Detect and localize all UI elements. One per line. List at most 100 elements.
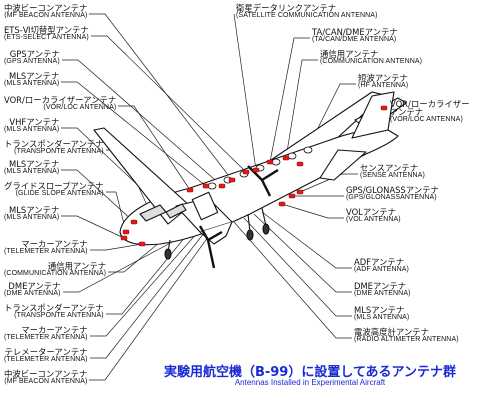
antenna-label-jp: GPSアンテナ	[9, 49, 60, 59]
vertical-tail	[351, 91, 395, 139]
left-wing	[93, 127, 191, 225]
leader-line	[89, 225, 217, 381]
antenna-label-jp: GPS/GLONASSアンテナ	[346, 185, 439, 195]
antenna-marker	[228, 177, 236, 183]
leader-line	[253, 213, 352, 293]
antenna-marker	[296, 161, 304, 167]
antenna-label-jp: DMEアンテナ	[354, 281, 407, 291]
antenna-label-jp: MLSアンテナ	[9, 159, 60, 169]
antenna-label-jp: VOLアンテナ	[346, 207, 397, 217]
leader-line	[89, 13, 233, 181]
antenna-marker	[138, 241, 146, 247]
tail-plane-left	[319, 149, 367, 181]
antenna-label-jp-cont: アンテナ	[390, 107, 424, 117]
antenna-marker	[380, 105, 388, 111]
antenna-label-en: (SATELLITE COMMUNICATION ANTENNA)	[236, 12, 378, 19]
antenna-label-jp: 通信用アンテナ	[320, 49, 379, 59]
leader-line	[269, 37, 310, 163]
cabin-window	[303, 146, 313, 154]
leader-line	[233, 13, 257, 171]
antenna-label-left-11: マーカーアンテナ(TELEMETER ANTENNA)	[4, 240, 88, 256]
antenna-label-jp: マーカーアンテナ	[21, 325, 88, 335]
antenna-label-right-10: DMEアンテナ(DME ANTENNA)	[354, 282, 411, 298]
antenna-label-right-4: 短波アンテナ(HF ANTENNA)	[358, 74, 408, 90]
antenna-label-en: (VOR/LOC ANTENNA)	[43, 104, 117, 111]
antenna-label-en: (SENSE ANTENNA)	[360, 172, 425, 179]
antenna-label-right-1: 衛星データリンクアンテナ(SATELLITE COMMUNICATION ANT…	[236, 4, 378, 20]
antenna-label-jp: 中波ビーコンアンテナ	[4, 369, 88, 379]
antenna-label-jp: 衛星データリンクアンテナ	[236, 3, 337, 13]
antenna-label-left-16: テレメーターアンテナ(TELEMETER ANTENNA)	[4, 348, 88, 364]
antenna-marker	[242, 169, 250, 175]
antenna-label-left-1: 中波ビーコンアンテナ(MF BEACON ANTENNA)	[4, 4, 87, 20]
antenna-label-left-10: MLSアンテナ(MLS ANTENNA)	[4, 206, 59, 222]
antenna-label-en: (HF ANTENNA)	[358, 82, 409, 89]
leader-line	[90, 231, 199, 337]
antenna-label-en: (TRANSPONTE ANTENNA)	[14, 148, 104, 155]
leader-line	[106, 191, 127, 233]
leader-line	[243, 217, 352, 317]
antenna-label-jp: TA/CAN/DMEアンテナ	[312, 27, 398, 37]
caption-english: Antennas Installed in Experimental Aircr…	[234, 378, 386, 387]
antenna-label-en: (TELEMETER ANTENNA)	[4, 356, 88, 363]
antenna-label-en: (VOL ANTENNA)	[346, 216, 401, 223]
antenna-label-en: (MLS ANTENNA)	[4, 80, 60, 87]
antenna-marker	[130, 219, 138, 225]
leader-line	[90, 227, 209, 359]
antenna-label-jp: MLSアンテナ	[354, 305, 405, 315]
leader-line	[261, 211, 352, 269]
antenna-label-right-6: センスアンテナ(SENSE ANTENNA)	[360, 164, 425, 180]
antenna-label-en: (MLS ANTENNA)	[354, 314, 410, 321]
leader-line	[299, 173, 358, 193]
antenna-label-jp: ETS-Ⅵ切替型アンテナ	[4, 25, 89, 35]
antenna-marker	[278, 201, 286, 207]
antenna-label-en: (MF BEACON ANTENNA)	[4, 12, 88, 19]
antenna-marker	[202, 183, 210, 189]
antenna-label-en: (TELEMETER ANTENNA)	[4, 248, 88, 255]
antenna-marker	[288, 193, 296, 199]
antenna-label-jp: グライドスロープアンテナ	[4, 181, 104, 191]
antenna-label-right-7: GPS/GLONASSアンテナ(GPS/GLONASSANTENNA)	[346, 186, 439, 202]
antenna-label-en: (MLS ANTENNA)	[4, 126, 60, 133]
antenna-label-right-12: 電波高度計アンテナ(RADIO ALTIMETER ANTENNA)	[354, 328, 459, 344]
leader-line	[91, 35, 247, 173]
antenna-label-jp: トランスポンダーアンテナ	[4, 139, 104, 149]
antenna-label-jp: MLSアンテナ	[9, 71, 60, 81]
antenna-label-left-5: VOR/ローカライザーアンテナ(VOR/LOC ANTENNA)	[4, 96, 116, 112]
antenna-label-en: (MLS ANTENNA)	[4, 168, 60, 175]
antenna-label-right-9: ADFアンテナ(ADF ANTENNA)	[354, 258, 409, 274]
leader-line	[61, 81, 207, 187]
leader-line	[285, 59, 318, 159]
antenna-label-right-2: TA/CAN/DMEアンテナ(TA/CAN/DME ANTENNA)	[312, 28, 398, 44]
antenna-label-left-13: DMEアンテナ(DME ANTENNA)	[4, 282, 61, 298]
antenna-label-left-6: VHFアンテナ(MLS ANTENNA)	[4, 118, 59, 134]
antenna-label-left-7: トランスポンダーアンテナ(TRANSPONTE ANTENNA)	[4, 140, 104, 156]
antenna-label-en: (DME ANTENNA)	[354, 290, 411, 297]
leader-line	[61, 169, 135, 223]
antenna-marker	[120, 235, 128, 241]
right-propeller	[247, 165, 279, 197]
antenna-label-jp: テレメーターアンテナ	[4, 347, 88, 357]
antenna-label-right-3: 通信用アンテナ(COMMUNICATION ANTENNA)	[320, 50, 422, 66]
antenna-label-en: (TRANSPONTE ANTENNA)	[14, 312, 104, 319]
antenna-label-left-15: マーカーアンテナ(TELEMETER ANTENNA)	[4, 326, 88, 342]
antenna-marker	[252, 167, 260, 173]
left-propeller	[198, 225, 223, 269]
leader-line	[281, 203, 344, 219]
antenna-label-jp: センスアンテナ	[360, 163, 419, 173]
antenna-label-jp: VOR/ローカライザーアンテナ	[4, 95, 117, 105]
antenna-label-jp: マーカーアンテナ	[21, 239, 88, 249]
antenna-label-left-17: 中波ビーコンアンテナ(MF BEACON ANTENNA)	[4, 370, 87, 386]
antenna-label-left-8: MLSアンテナ(MLS ANTENNA)	[4, 160, 59, 176]
leader-line	[62, 59, 223, 187]
antenna-label-en: (MLS ANTENNA)	[4, 214, 60, 221]
antenna-label-right-5: VOR/ローカライザーアンテナ(VOR/LOC ANTENNA)	[390, 100, 469, 124]
aircraft-drawing	[93, 91, 407, 269]
antenna-label-left-2: ETS-Ⅵ切替型アンテナ(ETS-SELECT ANTENNA)	[4, 26, 89, 42]
antenna-label-jp: 短波アンテナ	[358, 73, 408, 83]
antenna-label-en: (DME ANTENNA)	[4, 290, 61, 297]
antenna-label-en: (TA/CAN/DME ANTENNA)	[312, 36, 397, 43]
antenna-label-en: (MF BEACON ANTENNA)	[4, 378, 88, 385]
antenna-label-jp: VHFアンテナ	[9, 117, 60, 127]
antenna-label-jp: 電波高度計アンテナ	[354, 327, 430, 337]
